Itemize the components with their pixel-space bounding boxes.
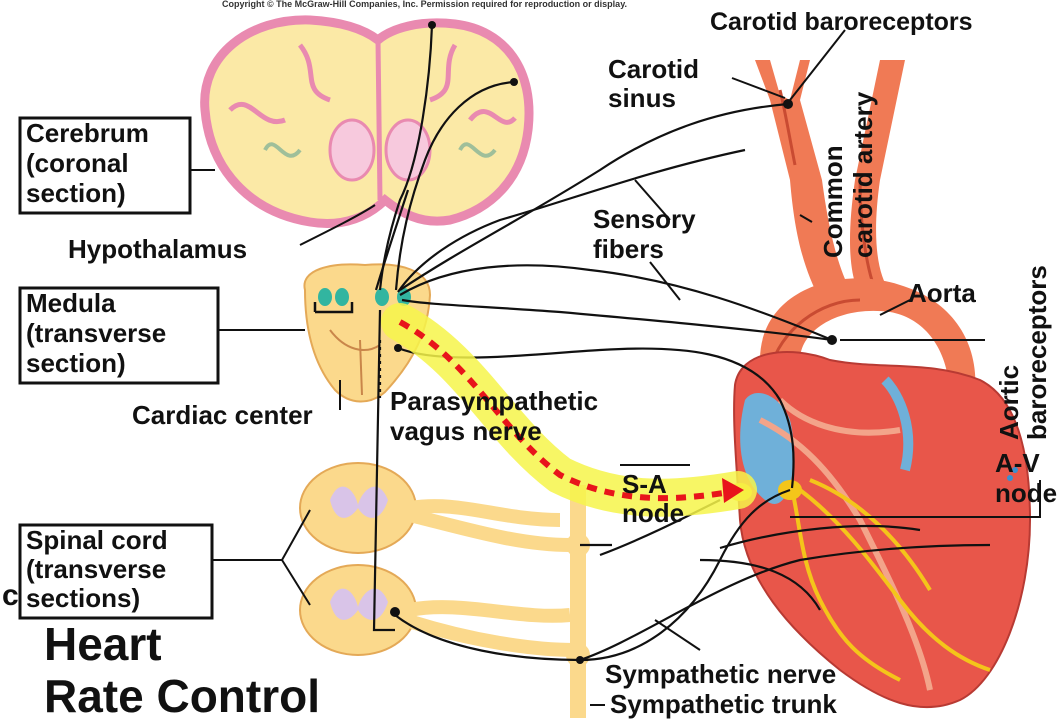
cerebrum-illustration xyxy=(205,20,529,224)
cardiac-center-label: Cardiac center xyxy=(132,400,313,430)
title-line1: Heart xyxy=(44,618,162,670)
av-node-label-line2: node xyxy=(995,478,1057,508)
parasympathetic-label-line2: vagus nerve xyxy=(390,416,542,446)
title-line2: Rate Control xyxy=(44,670,320,722)
common-carotid-label-line2: carotid artery xyxy=(848,91,878,258)
av-node-label-line1: A-V xyxy=(995,448,1040,478)
carotid-sinus-label-line1: Carotid xyxy=(608,54,699,84)
sensory-fibers-label-line1: Sensory xyxy=(593,204,696,234)
spinal-cord-label-line1: Spinal cord xyxy=(26,525,168,555)
spinal-cord-label-line3: sections) xyxy=(26,583,140,613)
carotid-sinus-label-line2: sinus xyxy=(608,83,676,113)
common-carotid-label-line1: Common xyxy=(818,145,848,258)
sympathetic-trunk-label: Sympathetic trunk xyxy=(610,689,837,719)
sympathetic-nerve-label: Sympathetic nerve xyxy=(605,659,836,689)
carotid-baroreceptors-label: Carotid baroreceptors xyxy=(710,8,973,36)
sa-node-label-line1: S-A xyxy=(622,469,667,499)
spinal-cord-label-line2: (transverse xyxy=(26,554,166,584)
medula-label-line1: Medula xyxy=(26,288,116,318)
medula-label-line3: section) xyxy=(26,348,126,378)
cerebrum-label-line1: Cerebrum xyxy=(26,118,149,148)
sa-node-label-line2: node xyxy=(622,498,684,528)
aortic-baroreceptors-label-line1: Aortic xyxy=(994,365,1024,440)
cerebrum-label-line3: section) xyxy=(26,178,126,208)
side-letter: c xyxy=(2,579,19,612)
cerebrum-label-line2: (coronal xyxy=(26,148,129,178)
aortic-baroreceptors-label-line2: baroreceptors xyxy=(1022,265,1052,440)
copyright-notice: Copyright © The McGraw-Hill Companies, I… xyxy=(222,0,627,9)
spinal-cord-illustration xyxy=(300,463,590,718)
parasympathetic-label-line1: Parasympathetic xyxy=(390,386,598,416)
heart-illustration xyxy=(728,352,1030,707)
hypothalamus-label: Hypothalamus xyxy=(68,234,247,264)
sensory-fibers-label-line2: fibers xyxy=(593,234,664,264)
medula-label-line2: (transverse xyxy=(26,318,166,348)
aorta-label: Aorta xyxy=(908,278,976,308)
